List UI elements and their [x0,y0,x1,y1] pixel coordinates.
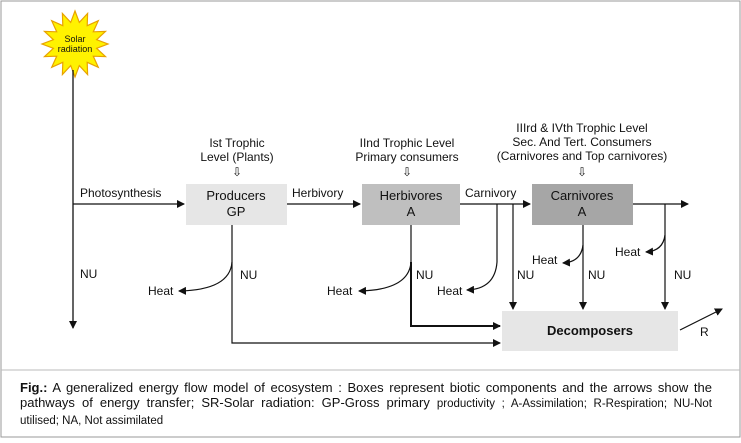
sun-label-line2: radiation [58,44,93,54]
level1-line1: Ist Trophic [209,136,264,150]
level3-line1: IIIrd & IVth Trophic Level [516,121,647,135]
respiration-label: R [700,325,709,339]
carnivores-heat-arrow [562,225,584,267]
level1-pointer: ⇩ [232,165,242,179]
sun-label-line1: Solar [64,34,85,44]
herbivores-heat-label: Heat [327,284,353,298]
level3-line3: (Carnivores and Top carnivores) [497,149,668,163]
caption-prefix: Fig.: [20,380,48,395]
producers-sub: GP [227,204,246,219]
carnivores-nu-label: NU [588,268,605,282]
producers-heat-arrow [178,225,233,295]
decomposers-label: Decomposers [547,323,633,338]
photosynthesis-label: Photosynthesis [80,186,161,200]
top-nu-label: NU [674,268,691,282]
level2-pointer: ⇩ [402,165,412,179]
caption-main: A generalized energy flow model of ecosy… [20,380,712,410]
herbivores-heat-arrow [358,225,412,295]
herbivores-nu-label: NU [416,268,433,282]
herbivory-label: Herbivory [292,186,343,200]
producers-nu-arrow [231,262,501,347]
level3-pointer: ⇩ [577,165,587,179]
producers-heat-label: Heat [148,284,174,298]
carnivory-heat-label: Heat [437,284,463,298]
carnivores-heat-label: Heat [532,253,558,267]
level2-line1: IInd Trophic Level [360,136,455,150]
producers-nu-label: NU [240,268,257,282]
carnivory-label: Carnivory [465,186,516,200]
carnivores-box [532,184,633,225]
sun-icon: Solar radiation [40,9,110,79]
sun-burst-icon [40,9,110,79]
carnivory-heat-arrow [466,204,498,294]
respiration-arrow [679,308,723,331]
herbivores-label: Herbivores [380,188,443,203]
level3-line2: Sec. And Tert. Consumers [512,135,651,149]
nu-label-solar: NU [80,267,97,281]
caption-tail: productivity ; A-Assimilation; R-Respira… [20,398,712,427]
herbivores-sub: A [407,204,416,219]
level2-line2: Primary consumers [355,150,458,164]
top-heat-label: Heat [615,245,641,259]
top-heat-arrow [645,204,666,256]
figure-caption: Fig.: A generalized energy flow model of… [20,380,712,429]
carnivores-label: Carnivores [551,188,614,203]
decomposers-box [502,311,678,351]
carnivory-nu-label: NU [517,268,534,282]
carnivores-sub: A [578,204,587,219]
producers-box [186,184,287,225]
herbivores-nu-arrow [410,262,501,330]
level1-line2: Level (Plants) [200,150,273,164]
producers-label: Producers [206,188,266,203]
herbivores-box [362,184,460,225]
